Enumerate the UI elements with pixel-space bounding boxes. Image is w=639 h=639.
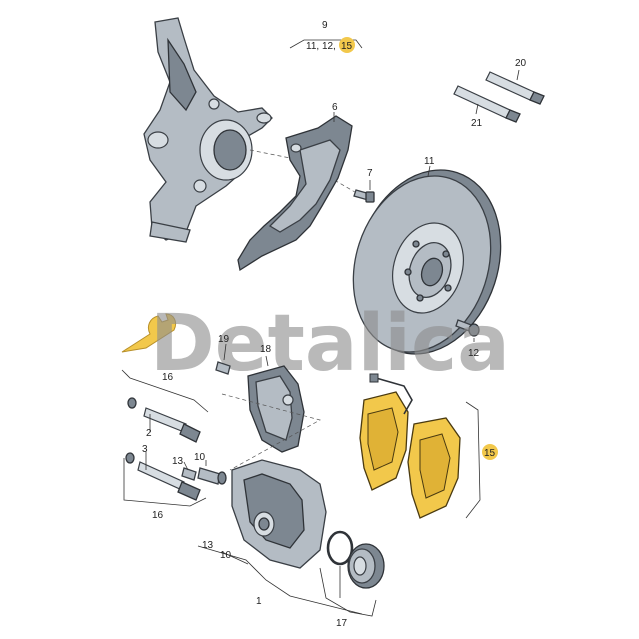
label-7: 7 (367, 168, 373, 179)
caliper-housing (231, 459, 327, 569)
label-10-top: 10 (194, 452, 206, 463)
screw-12 (455, 319, 480, 337)
label-1: 1 (256, 596, 262, 607)
wrench-icon (121, 313, 177, 353)
watermark-text: Detalica (150, 299, 510, 389)
cap-10 (197, 467, 227, 485)
label-15: 15 (484, 448, 496, 459)
label-13-top: 13 (172, 456, 184, 467)
label-17: 17 (336, 618, 348, 629)
piston (347, 543, 385, 589)
steering-knuckle (143, 17, 273, 243)
bleed-screw-13 (181, 467, 197, 481)
label-2: 2 (146, 428, 152, 439)
label-3: 3 (142, 444, 148, 455)
label-18: 18 (260, 344, 272, 355)
guide-pin-3 (125, 452, 201, 501)
label-9: 9 (322, 20, 328, 31)
label-21: 21 (471, 118, 483, 129)
brake-pad-outer (407, 417, 461, 519)
brake-pad-inner (359, 391, 409, 491)
watermark: Detalica (121, 299, 510, 389)
label-12: 12 (468, 348, 480, 359)
grease-tube-21 (453, 85, 521, 123)
highlight-badge-15 (482, 444, 498, 460)
label-11: 11 (424, 156, 435, 167)
label-20: 20 (515, 58, 527, 69)
brake-disc (352, 169, 502, 355)
label-9-sub-15: 15 (341, 41, 353, 52)
label-13-bottom: 13 (202, 540, 214, 551)
label-6: 6 (332, 102, 338, 113)
caliper-bracket (247, 365, 305, 453)
grease-tube-20 (485, 71, 545, 105)
label-16-bottom: 16 (152, 510, 164, 521)
label-16-top: 16 (162, 372, 174, 383)
highlight-badge-15-top (339, 37, 355, 53)
label-9-sub: 11, 12, (306, 41, 336, 52)
splash-shield (237, 115, 353, 272)
bolt-7 (353, 189, 375, 203)
wear-sensor-wire (369, 373, 413, 415)
label-19: 19 (218, 334, 230, 345)
seal-ring (326, 530, 354, 566)
label-10-bottom: 10 (220, 550, 232, 561)
guide-pin-2 (127, 397, 201, 443)
bolt-19 (215, 361, 231, 375)
